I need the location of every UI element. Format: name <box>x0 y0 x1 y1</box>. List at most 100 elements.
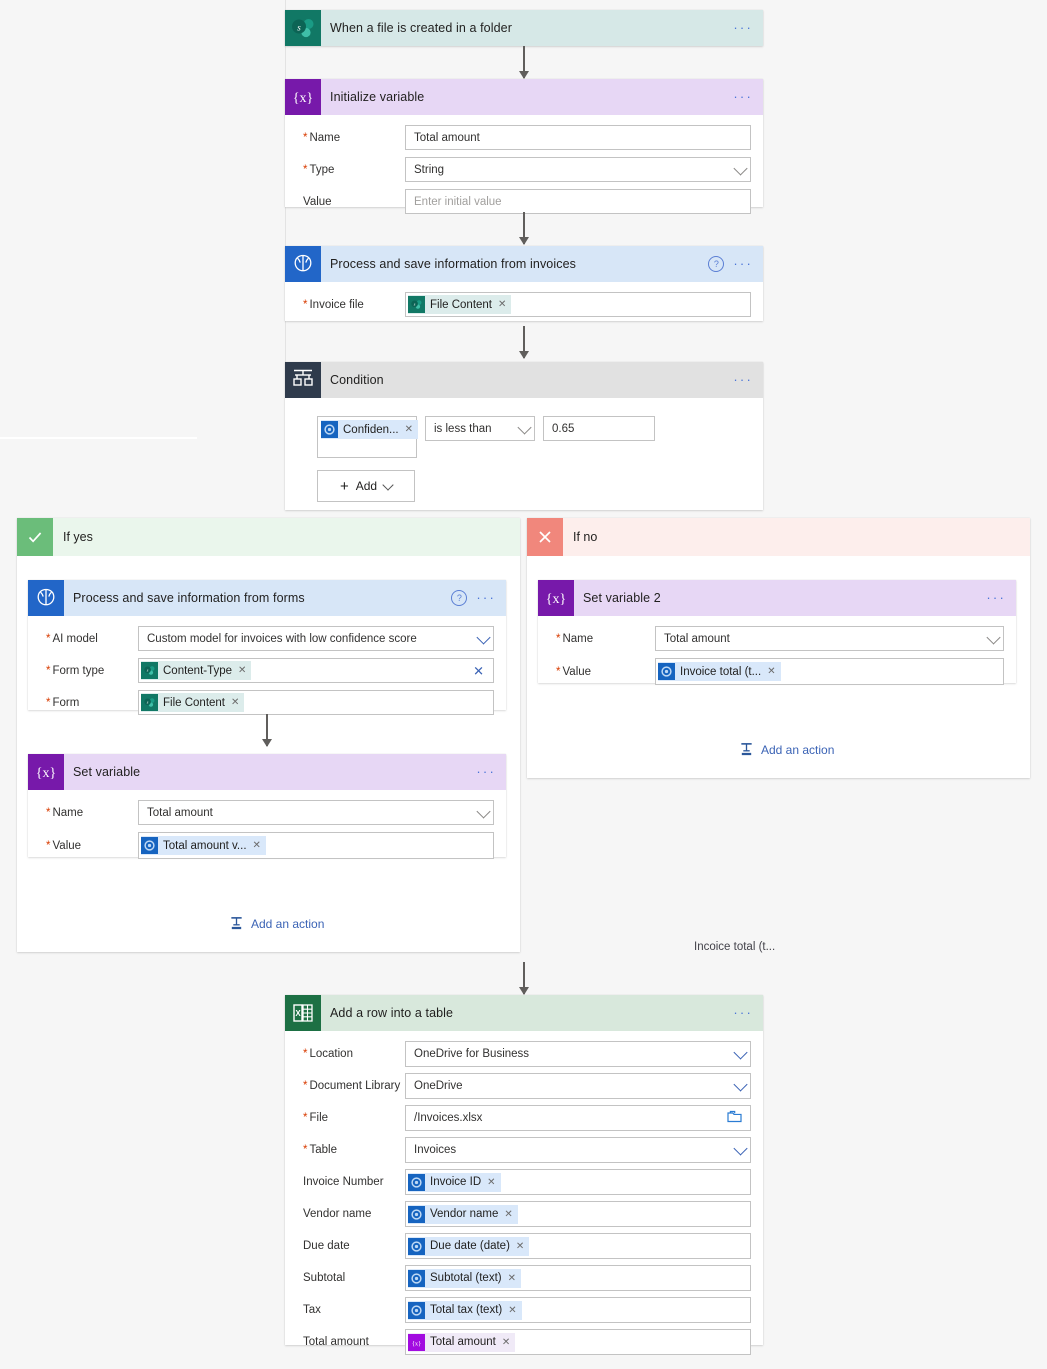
set-variable-2-menu-button[interactable]: ··· <box>986 590 1006 605</box>
condition-operator-select[interactable]: is less than <box>425 416 535 441</box>
field-label: Subtotal <box>303 1272 346 1284</box>
condition-add-button[interactable]: + Add <box>317 470 415 502</box>
connector-arrow <box>266 714 268 746</box>
field-label: Vendor name <box>303 1208 372 1220</box>
node-trigger[interactable]: s When a file is created in a folder ··· <box>285 10 763 46</box>
token-label: Total amount v... <box>163 839 247 852</box>
token-chip[interactable]: Due date (date) ✕ <box>408 1236 530 1256</box>
invoice-file-input[interactable]: s File Content ✕ <box>405 292 751 317</box>
condition-left-operand[interactable]: Confiden... ✕ <box>317 416 419 458</box>
node-condition[interactable]: Condition ··· Confiden... ✕ <box>285 362 763 510</box>
token-remove-icon[interactable]: ✕ <box>487 1176 496 1188</box>
token-chip[interactable]: Total tax (text) ✕ <box>408 1300 522 1320</box>
token-remove-icon[interactable]: ✕ <box>231 697 240 708</box>
form-row: Value Enter initial value <box>297 189 751 214</box>
form-row: *Form type s Content-Type ✕ <box>40 658 494 683</box>
token-chip[interactable]: Subtotal (text) ✕ <box>408 1268 521 1288</box>
set-variable-menu-button[interactable]: ··· <box>476 764 496 779</box>
clear-field-icon[interactable]: ✕ <box>473 663 484 678</box>
node-process-invoices[interactable]: Process and save information from invoic… <box>285 246 763 321</box>
folder-icon[interactable] <box>727 1110 742 1126</box>
field-label: *Form type <box>46 664 105 677</box>
node-add-row[interactable]: X Add a row into a table ··· *Location O… <box>285 995 763 1355</box>
sharepoint-icon: s <box>141 694 158 711</box>
form-type-input[interactable]: s Content-Type ✕ ✕ <box>138 658 494 683</box>
token-chip[interactable]: Total amount v... ✕ <box>141 836 266 855</box>
token-chip[interactable]: s File Content ✕ <box>141 693 245 712</box>
variable-name-select[interactable]: Total amount <box>138 800 494 825</box>
variable-value-input[interactable]: Total amount v... ✕ <box>138 832 494 859</box>
token-label: Subtotal (text) <box>430 1272 502 1284</box>
form-row: Invoice Number Invoice ID ✕ <box>297 1169 751 1195</box>
tax-input[interactable]: Total tax (text) ✕ <box>405 1297 751 1323</box>
token-remove-icon[interactable]: ✕ <box>498 299 507 310</box>
token-remove-icon[interactable]: ✕ <box>508 1304 517 1316</box>
form-row: *Type String <box>297 157 751 182</box>
type-select[interactable]: String <box>405 157 751 182</box>
node-process-forms[interactable]: Process and save information from forms … <box>28 580 506 715</box>
variable-icon: {x} <box>408 1333 425 1351</box>
name-input[interactable]: Total amount <box>405 125 751 150</box>
document-library-select[interactable]: OneDrive <box>405 1073 751 1099</box>
total-amount-input[interactable]: {x} Total amount ✕ <box>405 1329 751 1355</box>
if-yes-add-action-button[interactable]: Add an action <box>229 916 324 931</box>
token-label: Vendor name <box>430 1208 499 1220</box>
initialize-variable-menu-button[interactable]: ··· <box>733 89 753 104</box>
token-chip[interactable]: Confiden... ✕ <box>321 420 419 439</box>
value-input[interactable]: Enter initial value <box>405 189 751 214</box>
node-set-variable-2[interactable]: {x} Set variable 2 ··· *Name Total amoun… <box>538 580 1016 685</box>
if-no-header: If no <box>527 518 1030 556</box>
field-label: Total amount <box>303 1336 369 1348</box>
token-remove-icon[interactable]: ✕ <box>504 1208 513 1220</box>
chevron-down-icon <box>733 1077 748 1092</box>
subtotal-input[interactable]: Subtotal (text) ✕ <box>405 1265 751 1291</box>
token-remove-icon[interactable]: ✕ <box>515 1240 525 1252</box>
token-chip[interactable]: s File Content ✕ <box>408 295 512 314</box>
variable-name-select[interactable]: Total amount <box>655 626 1004 651</box>
token-label: File Content <box>163 696 226 709</box>
form-row: *Invoice file s File Content ✕ <box>297 292 751 317</box>
node-initialize-variable[interactable]: {x} Initialize variable ··· *Name Total … <box>285 79 763 214</box>
token-remove-icon[interactable]: ✕ <box>238 665 247 676</box>
help-icon[interactable]: ? <box>451 590 468 606</box>
field-label: *Value <box>556 665 592 678</box>
process-invoices-menu-button[interactable]: ··· <box>733 256 753 271</box>
ai-builder-dynamic-icon <box>658 663 675 680</box>
due-date-input[interactable]: Due date (date) ✕ <box>405 1233 751 1259</box>
vendor-name-input[interactable]: Vendor name ✕ <box>405 1201 751 1227</box>
form-input[interactable]: s File Content ✕ <box>138 690 494 715</box>
add-action-label: Add an action <box>761 742 835 757</box>
invoice-number-input[interactable]: Invoice ID ✕ <box>405 1169 751 1195</box>
condition-menu-button[interactable]: ··· <box>733 372 753 387</box>
condition-right-operand[interactable]: 0.65 <box>543 416 655 441</box>
location-select[interactable]: OneDrive for Business <box>405 1041 751 1067</box>
if-no-add-action-button[interactable]: Add an action <box>739 742 834 757</box>
token-chip[interactable]: Invoice ID ✕ <box>408 1172 501 1192</box>
ai-model-select[interactable]: Custom model for invoices with low confi… <box>138 626 494 651</box>
svg-text:{x}: {x} <box>36 766 56 781</box>
token-remove-icon[interactable]: ✕ <box>767 666 776 677</box>
variable-value-input[interactable]: Invoice total (t... ✕ <box>655 658 1004 685</box>
token-chip[interactable]: {x} Total amount ✕ <box>408 1332 516 1352</box>
trigger-menu-button[interactable]: ··· <box>733 20 753 35</box>
token-remove-icon[interactable]: ✕ <box>252 840 261 851</box>
if-yes-header: If yes <box>17 518 520 556</box>
process-forms-menu-button[interactable]: ··· <box>476 590 496 605</box>
add-row-menu-button[interactable]: ··· <box>733 1005 753 1020</box>
chevron-down-icon <box>733 1141 748 1156</box>
token-remove-icon[interactable]: ✕ <box>507 1272 516 1284</box>
token-chip[interactable]: Invoice total (t... ✕ <box>658 662 781 681</box>
field-label: *Name <box>556 632 594 645</box>
table-select[interactable]: Invoices <box>405 1137 751 1163</box>
form-row: *Name Total amount <box>297 125 751 150</box>
help-icon[interactable]: ? <box>708 256 725 272</box>
token-remove-icon[interactable]: ✕ <box>501 1336 511 1348</box>
file-picker-input[interactable]: /Invoices.xlsx <box>405 1105 751 1131</box>
form-row: *Value Total amount v... ✕ <box>40 832 494 859</box>
token-chip[interactable]: Vendor name ✕ <box>408 1204 518 1224</box>
token-chip[interactable]: s Content-Type ✕ <box>141 661 252 680</box>
connector-arrow <box>523 962 525 994</box>
token-remove-icon[interactable]: ✕ <box>404 424 414 435</box>
node-set-variable[interactable]: {x} Set variable ··· *Name Total amount … <box>28 754 506 859</box>
